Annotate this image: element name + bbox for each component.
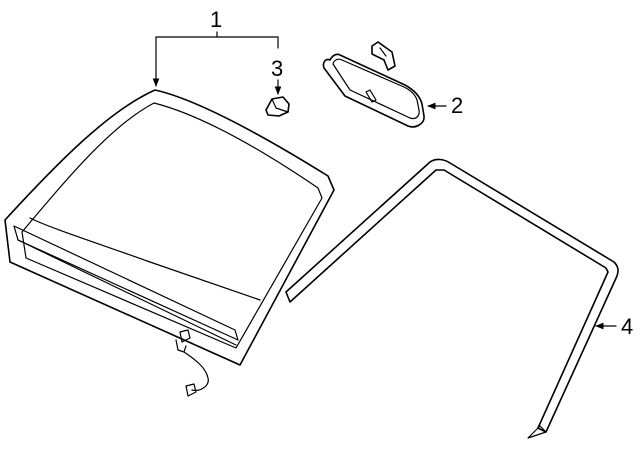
- callout-3: 3: [271, 56, 283, 95]
- windshield-glass: [4, 89, 335, 366]
- callout-2-label: 2: [451, 93, 463, 118]
- callout-4-label: 4: [621, 314, 633, 339]
- windshield-molding: [285, 158, 619, 439]
- callout-1-label: 1: [210, 7, 222, 32]
- callout-2: 2: [427, 93, 463, 118]
- callout-4: 4: [595, 314, 633, 339]
- rain-sensor-wire: [175, 329, 209, 397]
- callout-1: 1: [152, 7, 279, 87]
- callout-3-label: 3: [271, 56, 283, 81]
- rearview-mirror: [322, 41, 425, 128]
- mirror-mount-button: [265, 96, 290, 117]
